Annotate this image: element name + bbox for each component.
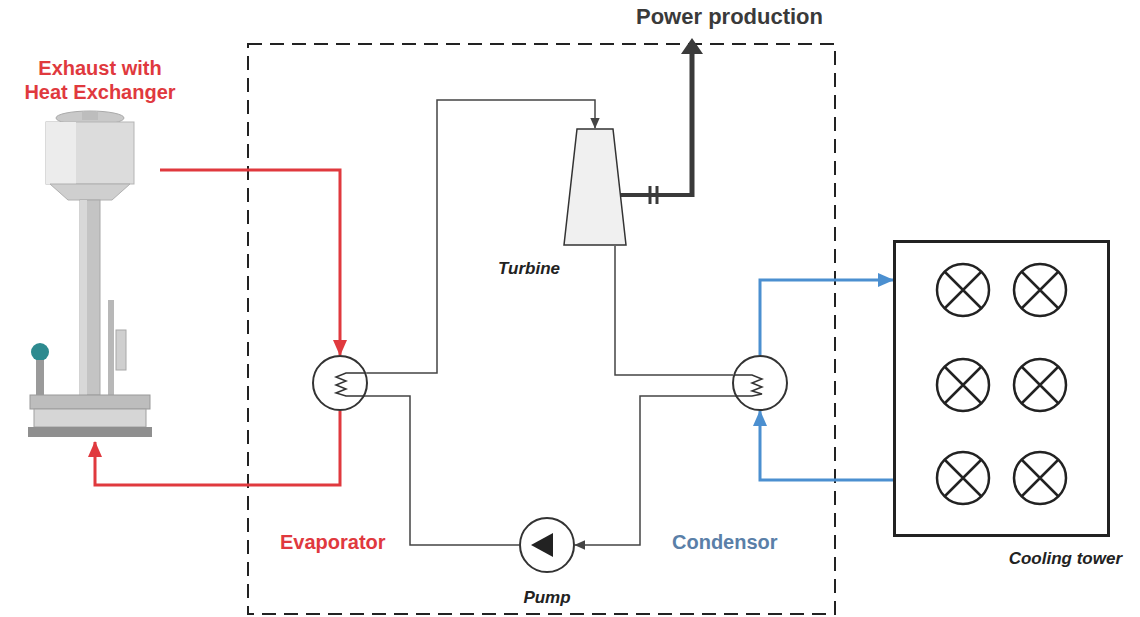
- condensor-circle: Condensor: [732, 355, 788, 411]
- evaporator-coil: [336, 373, 365, 396]
- outline: [564, 129, 626, 245]
- shaft-and-power-arrow: [621, 38, 703, 204]
- component-label: Evaporator: [280, 530, 386, 554]
- label-holder: Evaporator: [280, 530, 386, 554]
- label-holder: Pump: [499, 587, 595, 608]
- flow-connector: [366, 100, 595, 373]
- circle-outline: [732, 355, 788, 411]
- flow-connector: [760, 411, 893, 480]
- label-holder: Condensor: [672, 530, 778, 554]
- label-holder: Turbine: [498, 258, 560, 279]
- outline: [313, 356, 367, 410]
- circle-outline: [519, 517, 575, 573]
- outline: [520, 518, 574, 572]
- evaporator-circle: Evaporator: [312, 355, 368, 411]
- label-holder: Exhaust with Heat Exchanger: [17, 56, 183, 104]
- condensor-coil: [734, 375, 762, 396]
- flow-connector: [160, 170, 340, 355]
- output-label: Power production: [636, 4, 823, 30]
- circle-outline: [312, 355, 368, 411]
- label-holder: Cooling tower: [1009, 548, 1122, 569]
- turbine-shape: Turbine: [563, 128, 627, 246]
- exhaust-stack-picture: [28, 111, 152, 437]
- turbine-outline: [563, 128, 627, 246]
- cooling-tower-box: Cooling tower: [893, 240, 1110, 537]
- flow-connector: [760, 280, 893, 355]
- component-label: Cooling tower: [1009, 548, 1122, 569]
- exhaust-stack: Exhaust with Heat Exchanger: [20, 112, 160, 442]
- flow-connector: [575, 396, 735, 545]
- stack-heading: Exhaust with Heat Exchanger: [17, 56, 183, 104]
- flow-connector: [365, 396, 519, 545]
- component-label: Turbine: [498, 258, 560, 279]
- flow-connector: [95, 411, 340, 485]
- component-label: Pump: [499, 587, 595, 608]
- flow-connector: [615, 246, 733, 375]
- fan-symbols: [937, 264, 1066, 504]
- pump-symbol: [531, 533, 553, 557]
- outline: [733, 356, 787, 410]
- system-boundary: [248, 44, 835, 614]
- pump-circle: Pump: [519, 517, 575, 573]
- component-label: Condensor: [672, 530, 778, 554]
